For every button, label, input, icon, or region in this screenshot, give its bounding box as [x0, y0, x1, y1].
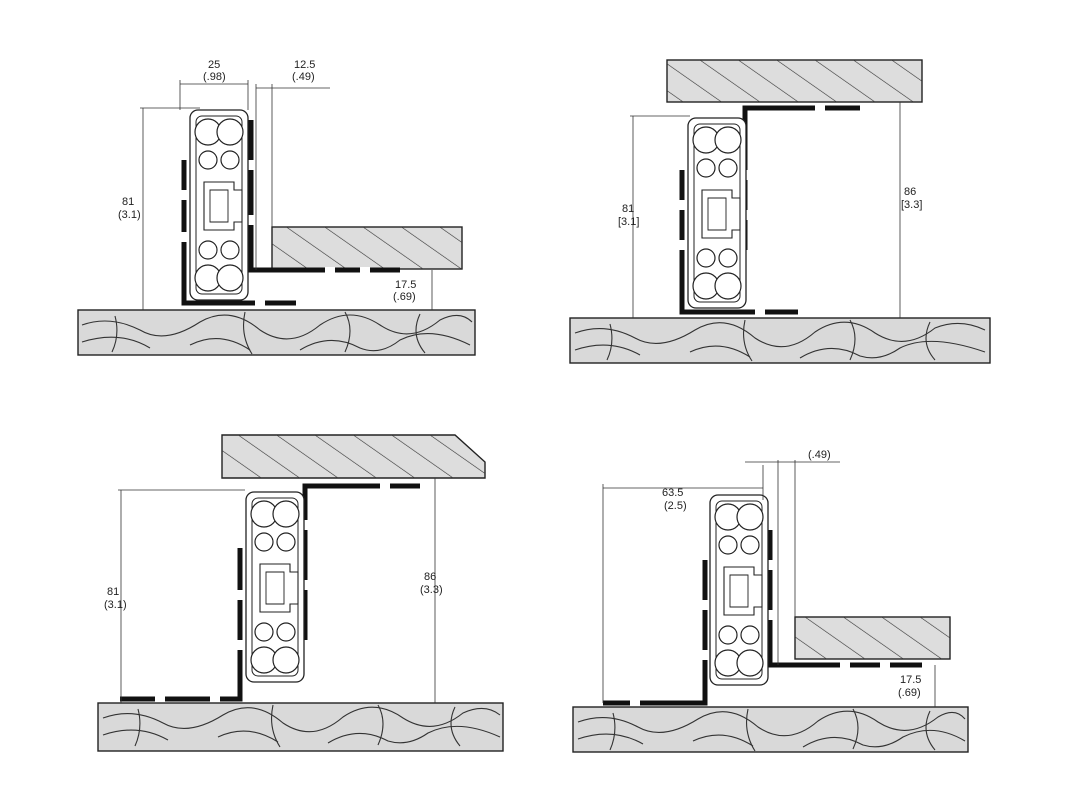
- slide-mechanism: [245, 491, 305, 683]
- label-height-mm: 81: [122, 196, 134, 208]
- drawer-panel: [221, 434, 486, 479]
- label-width-in: (.98): [203, 71, 226, 83]
- label-bottom-gap-in: (.69): [898, 687, 921, 699]
- label-bottom-gap-mm: 17.5: [900, 674, 921, 686]
- label-offset-partial: (.49): [808, 449, 831, 461]
- diagram-bottom-left: 81 (3.1) 86 (3.3): [97, 434, 504, 752]
- label-height-right-in: [3.3]: [901, 199, 922, 211]
- diagram-top-right: 81 [3.1] 86 [3.3]: [569, 59, 991, 364]
- label-width-mm: 63.5: [662, 487, 683, 499]
- slide-mechanism: [687, 117, 747, 309]
- label-offset-mm: 12.5: [294, 59, 315, 71]
- diagram-top-left: 25 (.98) 12.5 (.49) 81 (3.1) 17.5 (.69): [77, 59, 476, 356]
- diagram-bottom-right: 63.5 (2.5) (.49) 17.5 (.69): [572, 449, 969, 753]
- slide-rail: [120, 548, 243, 702]
- label-height-in: (3.1): [104, 599, 127, 611]
- drawer-panel: [666, 59, 923, 103]
- label-height-mm: 81: [107, 586, 119, 598]
- dimension-lines: [140, 80, 433, 310]
- wood-base: [572, 706, 969, 753]
- label-height-right-mm: 86: [904, 186, 916, 198]
- wood-base: [97, 702, 504, 752]
- label-width-mm: 25: [208, 59, 220, 71]
- dimension-lines: [602, 460, 936, 707]
- wood-base: [77, 309, 476, 356]
- slide-mechanism: [189, 109, 249, 301]
- wood-base: [569, 317, 991, 364]
- label-height-right-mm: 86: [424, 571, 436, 583]
- label-height-mm: 81: [622, 203, 634, 215]
- label-bottom-gap-in: (.69): [393, 291, 416, 303]
- label-height-right-in: (3.3): [420, 584, 443, 596]
- slide-mechanism: [709, 494, 769, 686]
- label-offset-in: (.49): [292, 71, 315, 83]
- label-bottom-gap-mm: 17.5: [395, 279, 416, 291]
- drawer-panel: [271, 226, 463, 270]
- label-height-in: [3.1]: [618, 216, 639, 228]
- drawer-panel: [794, 616, 951, 660]
- label-height-in: (3.1): [118, 209, 141, 221]
- label-width-in: (2.5): [664, 500, 687, 512]
- dimension-lines: [630, 102, 901, 318]
- slide-rail: [603, 560, 708, 706]
- dimension-lines: [118, 478, 436, 703]
